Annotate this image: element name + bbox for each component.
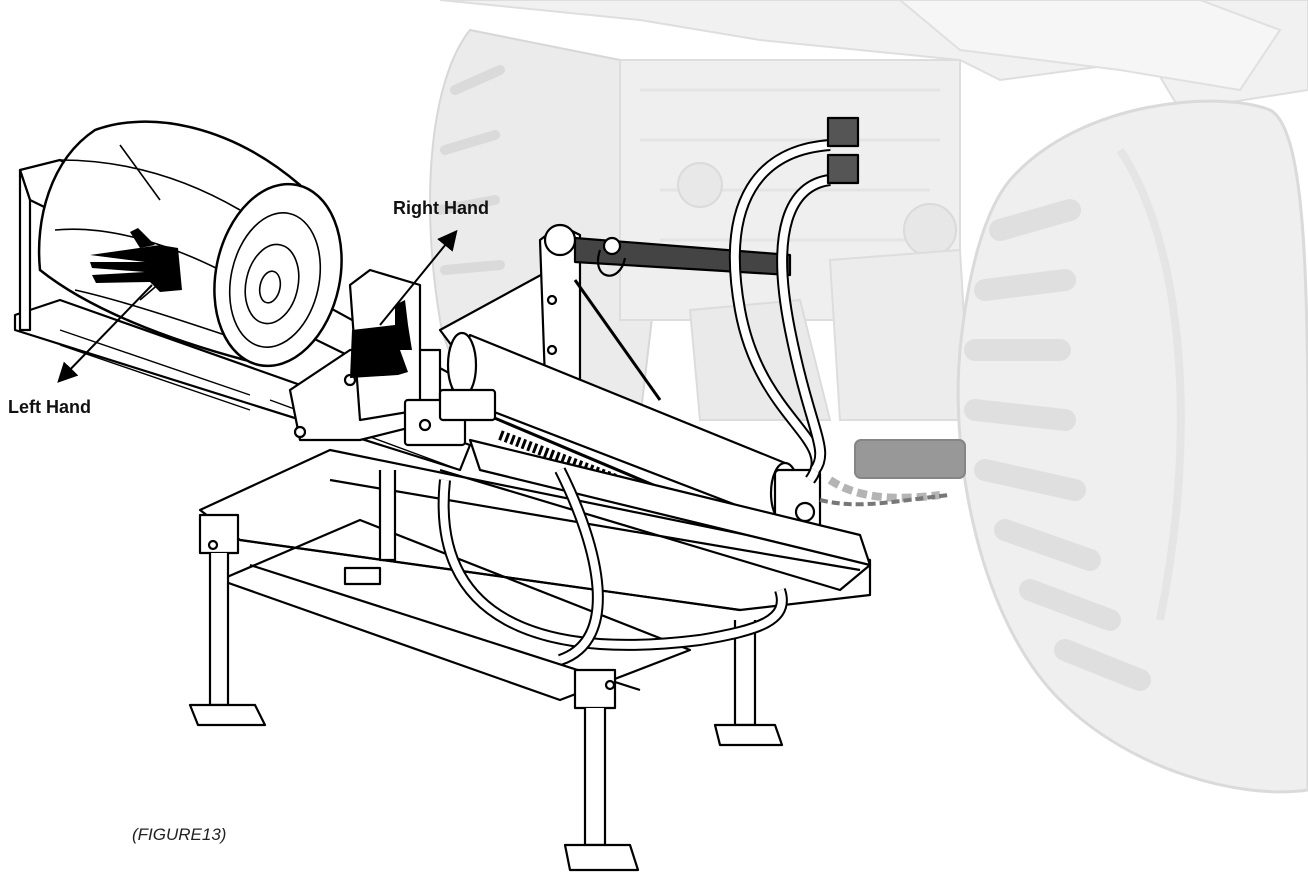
left-hand-label: Left Hand: [8, 397, 91, 417]
tractor-drawbar: [827, 439, 966, 502]
left-hand-arrow: [57, 284, 153, 383]
base-frame: [198, 448, 872, 702]
leg-rear-left: [343, 470, 397, 586]
leg-front-right: [563, 668, 640, 872]
right-hand-arrow: [379, 229, 458, 326]
leg-front-left: [188, 513, 267, 727]
figure-caption: (FIGURE13): [132, 825, 227, 844]
tractor-rear-right-tire: [956, 99, 1308, 794]
right-hand-label: Right Hand: [393, 198, 489, 218]
hose-couplers: [826, 116, 860, 185]
hydraulic-cylinder: [446, 331, 822, 530]
right-hand-glove-icon: [350, 300, 412, 378]
tractor-body: [439, 0, 1308, 421]
log: [37, 120, 343, 368]
leg-rear-right: [713, 620, 784, 747]
safety-chain: [819, 493, 951, 507]
left-hand-glove-icon: [90, 228, 182, 292]
hydraulic-hoses: [437, 139, 832, 666]
